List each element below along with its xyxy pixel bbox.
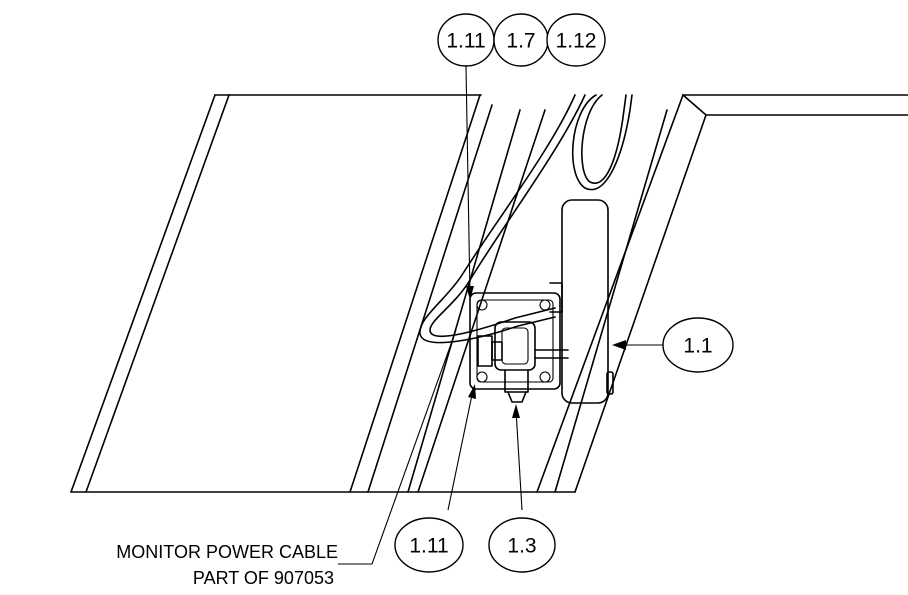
callout-1-1-right: 1.1 xyxy=(662,317,734,373)
note-line-2: PART OF 907053 xyxy=(193,568,334,588)
callout-label: 1.11 xyxy=(446,30,485,53)
callout-1-7-top: 1.7 xyxy=(493,13,549,67)
callout-1-3-bottom: 1.3 xyxy=(488,517,556,573)
callout-1-11-top: 1.11 xyxy=(437,13,495,67)
callout-label: 1.12 xyxy=(556,30,597,53)
callout-1-12-top: 1.12 xyxy=(546,13,606,67)
callout-label: 1.1 xyxy=(683,335,712,358)
callout-1-11-bottom: 1.11 xyxy=(394,517,464,573)
connector-bracket xyxy=(469,292,569,403)
callout-label: 1.7 xyxy=(506,30,535,53)
cabinet-outline xyxy=(70,94,908,493)
note-line-1: MONITOR POWER CABLE xyxy=(116,542,338,562)
cable-loop xyxy=(572,94,633,191)
callout-label: 1.3 xyxy=(507,535,536,558)
power-cable xyxy=(419,94,586,344)
leader-lines xyxy=(338,65,665,565)
monitor xyxy=(549,199,614,404)
callout-label: 1.11 xyxy=(409,535,448,558)
